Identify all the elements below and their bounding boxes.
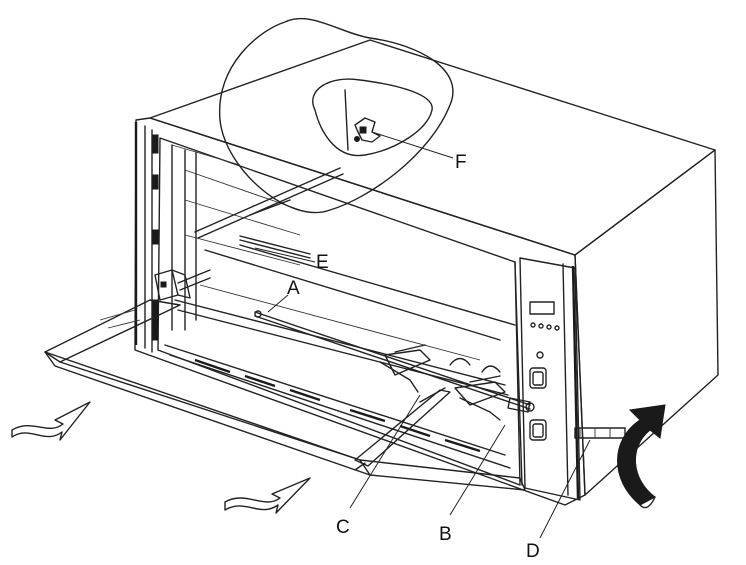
frame-slot <box>152 134 159 154</box>
indicator-led <box>538 323 544 329</box>
wire-rack <box>174 244 516 396</box>
spit-fork <box>454 381 506 406</box>
indicator-led <box>554 325 560 331</box>
control-panel-face <box>519 257 581 501</box>
label-a: A <box>287 278 300 299</box>
label-e: E <box>316 252 329 273</box>
door-left-edge <box>44 299 181 363</box>
oven-cabinet <box>134 39 719 506</box>
rotisserie-motor-box <box>154 269 211 301</box>
leader-line-c <box>349 394 421 509</box>
oven-top <box>149 39 716 256</box>
leader-line-a <box>267 294 289 313</box>
leader-line-f <box>371 131 454 159</box>
detail-coupling <box>354 117 381 143</box>
callout-labels: F E A C B D <box>287 152 540 562</box>
control-knob <box>529 419 547 441</box>
indicator-led <box>546 324 552 330</box>
label-b: B <box>439 524 452 545</box>
frame-slot <box>152 299 159 341</box>
door-front-edge <box>44 351 371 476</box>
control-panel <box>514 257 581 501</box>
airflow-arrows <box>11 401 311 514</box>
indicator-dot <box>536 351 544 359</box>
spit-tip <box>254 310 262 318</box>
oven-right-side <box>574 149 719 496</box>
frame-slot <box>152 174 159 190</box>
leader-lines <box>254 131 591 539</box>
label-c: C <box>336 517 350 538</box>
frame-slot <box>152 229 159 245</box>
spit-rod <box>254 311 531 406</box>
rotation-arrow <box>617 404 666 509</box>
label-f: F <box>455 152 467 173</box>
control-knob <box>529 367 547 389</box>
leader-line-e <box>254 247 316 263</box>
left-frame-strips <box>134 122 159 353</box>
callout-bubble <box>219 17 454 214</box>
rotisserie-spit <box>254 310 535 421</box>
leader-line-d <box>539 439 591 539</box>
display-window <box>529 301 555 315</box>
airflow-arrow-icon <box>11 401 91 441</box>
indicator-led <box>530 322 536 328</box>
detail-callout <box>219 17 454 216</box>
left-rack-guides <box>171 144 301 331</box>
oven-front-frame <box>134 117 586 506</box>
spit-removal-tool <box>354 387 451 471</box>
rotate-arrow-icon <box>617 404 666 506</box>
skewer-e <box>194 167 344 259</box>
label-d: D <box>526 541 540 562</box>
airflow-arrow-icon <box>224 477 311 514</box>
oven-cavity-opening <box>157 137 521 486</box>
leader-line-b <box>449 424 506 516</box>
callout-detail-frame <box>312 78 433 157</box>
oven-floor <box>164 344 511 469</box>
